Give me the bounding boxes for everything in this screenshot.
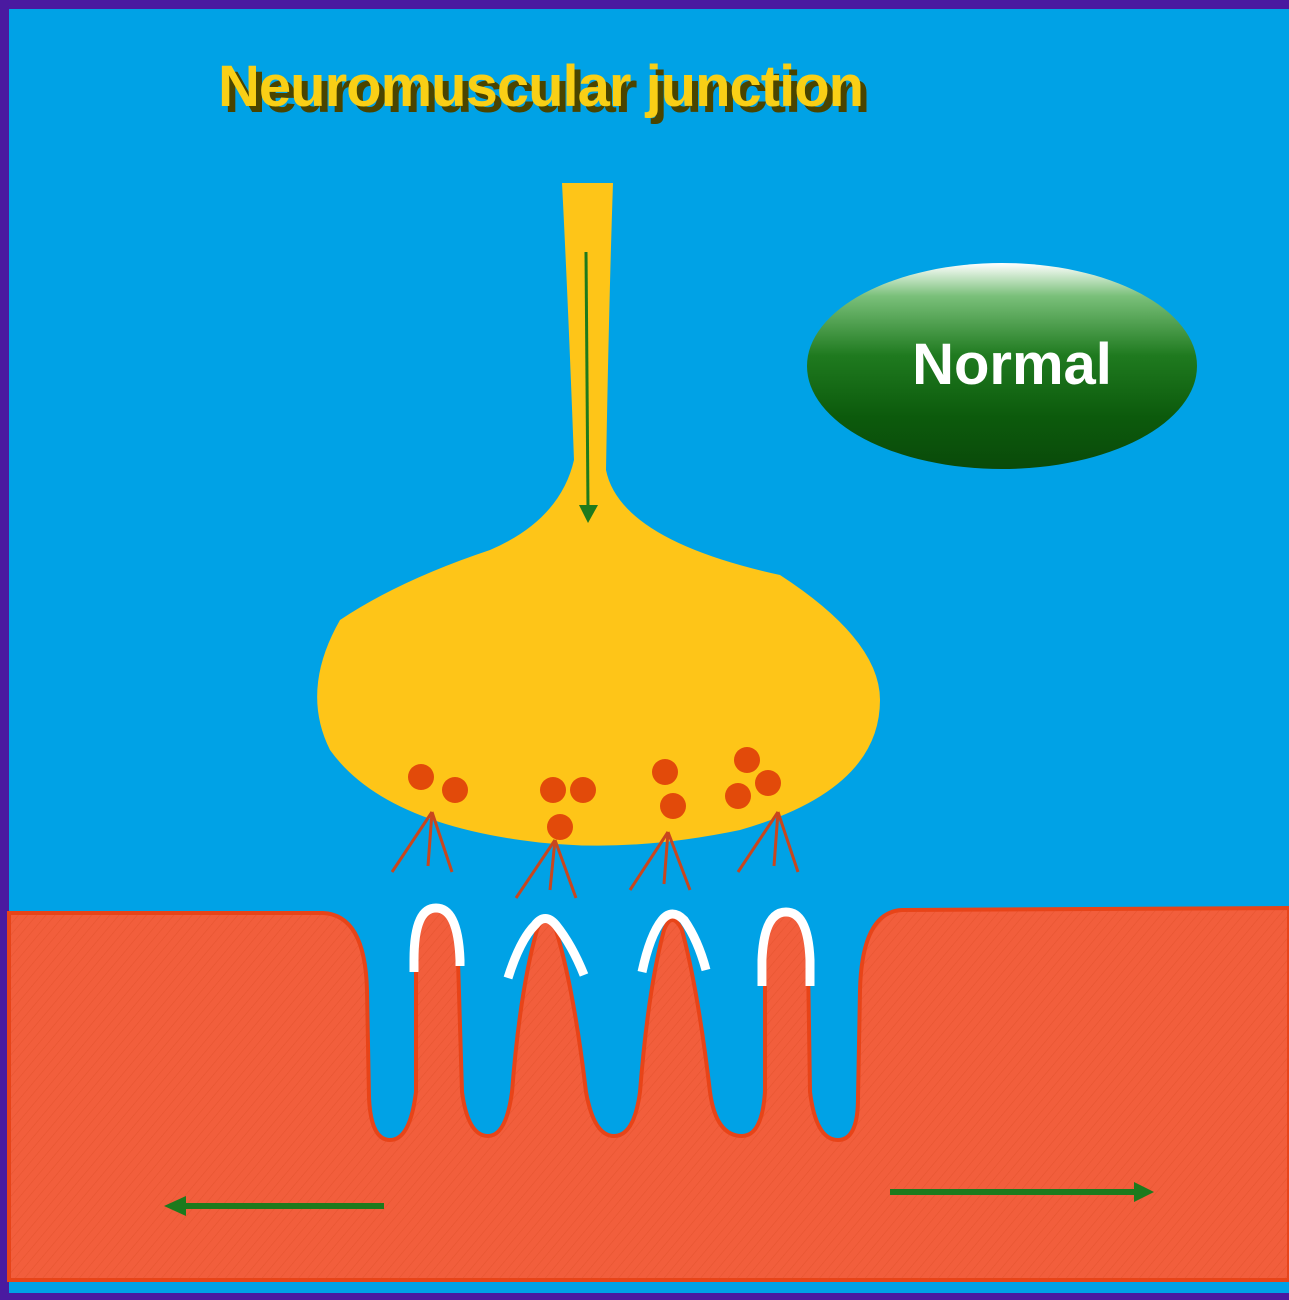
- vesicle: [547, 814, 573, 840]
- status-badge: Normal: [807, 263, 1197, 469]
- vesicle: [408, 764, 434, 790]
- vesicle: [734, 747, 760, 773]
- page-title: Neuromuscular junction: [218, 54, 863, 119]
- vesicle: [660, 793, 686, 819]
- vesicle: [652, 759, 678, 785]
- vesicle: [570, 777, 596, 803]
- vesicle: [755, 770, 781, 796]
- status-badge-label: Normal: [912, 332, 1112, 397]
- vesicle: [442, 777, 468, 803]
- vesicle: [725, 783, 751, 809]
- vesicle: [540, 777, 566, 803]
